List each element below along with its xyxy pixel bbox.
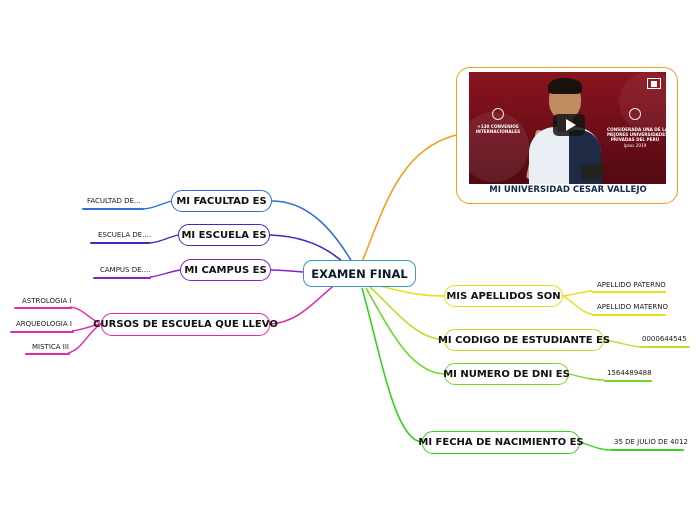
connector-center-apellidos	[379, 285, 445, 297]
connector-escuela-leaf	[147, 234, 179, 244]
subtopic-facultad-underline	[82, 208, 144, 210]
subtopic-fecha-underline	[610, 449, 684, 451]
topic-numero-dni[interactable]: MI NUMERO DE DNI ES	[443, 363, 570, 385]
connector-center-campus	[270, 269, 304, 273]
subtopic-materno-underline	[592, 314, 666, 316]
video-thumbnail[interactable]: +130 CONVENIOS INTERNACIONALES CONSIDERA…	[469, 72, 666, 184]
topic-fecha-nacimiento[interactable]: MI FECHA DE NACIMIENTO ES	[418, 431, 584, 454]
overlay-ranking-line1: CONSIDERADA UNA DE LAS	[607, 127, 666, 132]
central-topic-examen-final[interactable]: EXAMEN FINAL	[303, 260, 416, 287]
overlay-convenios-line2: INTERNACIONALES	[475, 129, 521, 134]
subtopic-escuela-de[interactable]: ESCUELA DE....	[98, 231, 152, 239]
overlay-ranking-source: Ipsos 2019	[623, 143, 647, 148]
subtopic-apellido-paterno[interactable]: APELLIDO PATERNO	[597, 281, 666, 289]
topic-codigo-estudiante[interactable]: MI CODIGO DE ESTUDIANTE ES	[438, 329, 610, 351]
overlay-convenios-line1: +130 CONVENIOS	[477, 124, 519, 129]
connector-center-codigo	[369, 286, 445, 341]
overlay-ranking-line3: PRIVADAS DEL PERÚ	[610, 137, 660, 142]
subtopic-campus-de[interactable]: CAMPUS DE....	[100, 266, 151, 274]
subtopic-astrologia[interactable]: ASTROLOGIA I	[22, 297, 72, 305]
connector-cursos-mistica	[67, 323, 102, 354]
connector-cursos-astrologia	[69, 306, 102, 325]
subtopic-dni-underline	[604, 380, 652, 382]
connector-fecha-leaf	[579, 441, 611, 451]
connector-center-video	[361, 134, 457, 263]
connector-center-fecha	[361, 287, 423, 443]
subtopic-arqueologia[interactable]: ARQUEOLOGIA I	[16, 320, 72, 328]
topic-universidad-video-card[interactable]: +130 CONVENIOS INTERNACIONALES CONSIDERA…	[456, 67, 678, 204]
subtopic-facultad-de[interactable]: FACULTAD DE...	[87, 197, 141, 205]
play-button[interactable]	[553, 114, 585, 136]
university-logo-icon	[647, 78, 661, 89]
connector-campus-leaf	[149, 269, 181, 278]
topic-mi-escuela[interactable]: MI ESCUELA ES	[178, 224, 270, 246]
connector-codigo-leaf	[603, 339, 641, 348]
video-caption: MI UNIVERSIDAD CESAR VALLEJO	[489, 185, 647, 195]
subtopic-arqueologia-underline	[10, 331, 74, 333]
subtopic-paterno-underline	[592, 291, 666, 293]
connector-center-escuela	[269, 234, 346, 265]
globe-icon	[492, 108, 504, 120]
connector-apellidos-materno	[562, 295, 593, 315]
connector-center-dni	[365, 287, 445, 375]
subtopic-escuela-underline	[90, 242, 150, 244]
connector-cursos-arqueologia	[71, 323, 102, 332]
subtopic-apellido-materno[interactable]: APELLIDO MATERNO	[597, 303, 669, 311]
connector-facultad-leaf	[141, 200, 173, 210]
connector-center-facultad	[271, 200, 353, 263]
subtopic-dni-value[interactable]: 1564489488	[607, 369, 652, 377]
connector-apellidos-paterno	[562, 290, 593, 297]
subtopic-codigo-underline	[640, 346, 690, 348]
connector-dni-leaf	[568, 373, 605, 381]
play-icon	[565, 119, 576, 131]
tablet-image	[579, 162, 605, 182]
award-icon	[629, 108, 641, 120]
subtopic-mistica[interactable]: MISTICA III	[32, 343, 69, 351]
subtopic-fecha-value[interactable]: 35 DE JULIO DE 4012	[614, 438, 688, 446]
subtopic-codigo-value[interactable]: 0000644545	[642, 335, 687, 343]
topic-mi-facultad[interactable]: MI FACULTAD ES	[171, 190, 272, 212]
topic-cursos-de-escuela[interactable]: CURSOS DE ESCUELA QUE LLEVO	[93, 313, 278, 336]
subtopic-campus-underline	[93, 277, 151, 279]
topic-mi-campus[interactable]: MI CAMPUS ES	[180, 259, 271, 281]
overlay-ranking-line2: MEJORES UNIVERSIDADES	[607, 132, 666, 137]
topic-mis-apellidos[interactable]: MIS APELLIDOS SON	[444, 285, 563, 307]
subtopic-mistica-underline	[25, 353, 70, 355]
subtopic-astrologia-underline	[14, 307, 72, 309]
connector-center-cursos	[269, 283, 337, 325]
